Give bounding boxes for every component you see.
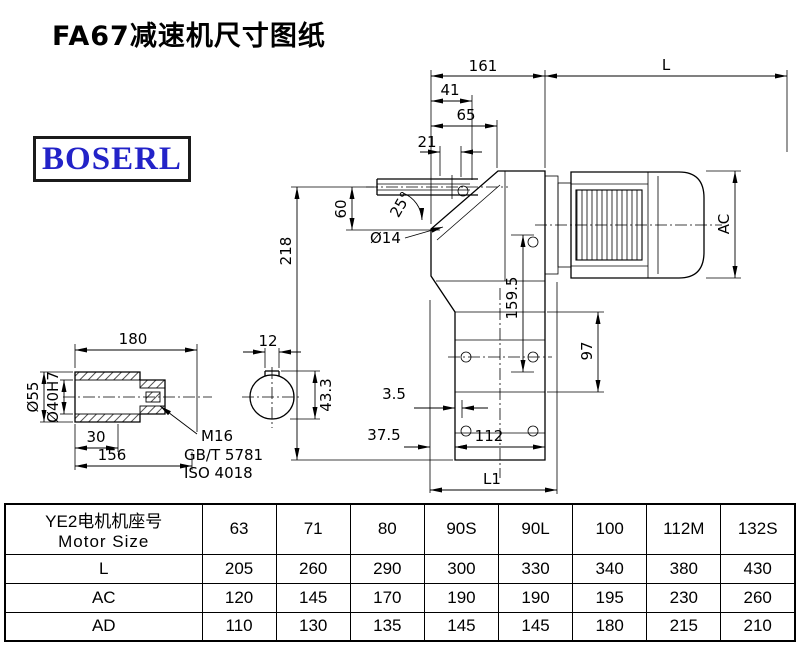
cell: 290 — [349, 553, 425, 584]
cell: 300 — [423, 553, 500, 584]
dim-21-label: 21 — [417, 133, 436, 151]
table-row-AC: AC 120 145 170 190 190 195 230 260 — [4, 582, 796, 613]
row-label: L — [4, 553, 203, 584]
dim-angle-25-label: 25° — [386, 188, 415, 220]
dim-156-label: 156 — [98, 446, 127, 464]
standard-iso-label: ISO 4018 — [184, 464, 253, 482]
dim-d55-label: Ø55 — [24, 382, 42, 413]
dim-hole-d14-label: Ø14 — [370, 229, 401, 247]
dim-d40h7-label: Ø40H7 — [44, 371, 62, 423]
dim-l1-label: L1 — [483, 470, 501, 488]
size-col-header: 80 — [349, 503, 425, 555]
size-col-header: 100 — [572, 503, 648, 555]
cell: 330 — [497, 553, 574, 584]
table-header-row: YE2电机机座号 Motor Size 63 71 80 90S 90L 100… — [4, 503, 796, 555]
cell: 130 — [275, 611, 351, 642]
logo-text: BOSERL — [42, 140, 182, 177]
dim-161-label: 161 — [469, 57, 498, 75]
dim-97-label: 97 — [578, 341, 596, 360]
table-row-AD: AD 110 130 135 145 145 180 215 210 — [4, 611, 796, 642]
technical-drawing: 161 L 41 65 21 60 — [24, 56, 788, 494]
cell: 135 — [349, 611, 425, 642]
table-row-L: L 205 260 290 300 330 340 380 430 — [4, 553, 796, 584]
motor-size-table: YE2电机机座号 Motor Size 63 71 80 90S 90L 100… — [4, 503, 796, 642]
dim-12-label: 12 — [258, 332, 277, 350]
gear-housing — [430, 170, 552, 478]
dim-180-label: 180 — [119, 330, 148, 348]
cell: 260 — [720, 582, 796, 613]
cell: 190 — [497, 582, 574, 613]
boserl-logo: BOSERL — [33, 136, 191, 182]
cell: 430 — [720, 553, 796, 584]
cell: 215 — [646, 611, 722, 642]
dim-37-5-label: 37.5 — [367, 426, 400, 444]
cell: 110 — [201, 611, 277, 642]
header-cn: YE2电机机座号 — [45, 511, 163, 531]
cell: 170 — [349, 582, 425, 613]
shaft-cross-section: 12 43.3 — [242, 332, 335, 428]
dim-112-label: 112 — [475, 427, 504, 445]
dim-30-label: 30 — [86, 428, 105, 446]
cell: 380 — [646, 553, 722, 584]
dim-3-5-label: 3.5 — [382, 385, 406, 403]
cell: 340 — [572, 553, 648, 584]
dim-41-label: 41 — [440, 81, 459, 99]
cell: 230 — [646, 582, 722, 613]
cell: 260 — [275, 553, 351, 584]
dim-ac-label: AC — [715, 214, 733, 234]
cell: 210 — [720, 611, 796, 642]
dim-60-label: 60 — [332, 199, 350, 218]
cell: 145 — [423, 611, 500, 642]
motor — [535, 171, 722, 279]
row-label: AD — [4, 611, 203, 642]
shaft-detail: 180 Ø55 Ø40H7 30 15 — [24, 330, 263, 482]
dim-159-5-label: 159.5 — [503, 277, 521, 320]
cell: 120 — [201, 582, 277, 613]
main-dimensions: 161 L 41 65 21 60 — [277, 56, 788, 494]
size-col-header: 90L — [497, 503, 574, 555]
cell: 145 — [275, 582, 351, 613]
page-title: FA67减速机尺寸图纸 — [52, 21, 326, 52]
size-col-header: 71 — [275, 503, 351, 555]
size-col-header: 132S — [720, 503, 796, 555]
row-label: AC — [4, 582, 203, 613]
dim-43-3-label: 43.3 — [317, 378, 335, 411]
header-en: Motor Size — [58, 531, 150, 551]
dim-motor-length-label: L — [662, 56, 671, 74]
thread-leader-line — [159, 405, 198, 435]
hollow-output-shaft — [366, 175, 508, 199]
cell: 195 — [572, 582, 648, 613]
thread-m16-label: M16 — [201, 427, 233, 445]
standard-gb-label: GB/T 5781 — [184, 446, 263, 464]
dim-65-label: 65 — [456, 106, 475, 124]
cell: 190 — [423, 582, 500, 613]
size-col-header: 63 — [201, 503, 277, 555]
hole-leader-line — [404, 226, 444, 239]
motor-size-header-cell: YE2电机机座号 Motor Size — [4, 503, 203, 555]
dim-218-label: 218 — [277, 237, 295, 266]
cell: 180 — [572, 611, 648, 642]
size-col-header: 112M — [646, 503, 722, 555]
cell: 205 — [201, 553, 277, 584]
size-col-header: 90S — [423, 503, 500, 555]
cell: 145 — [497, 611, 574, 642]
